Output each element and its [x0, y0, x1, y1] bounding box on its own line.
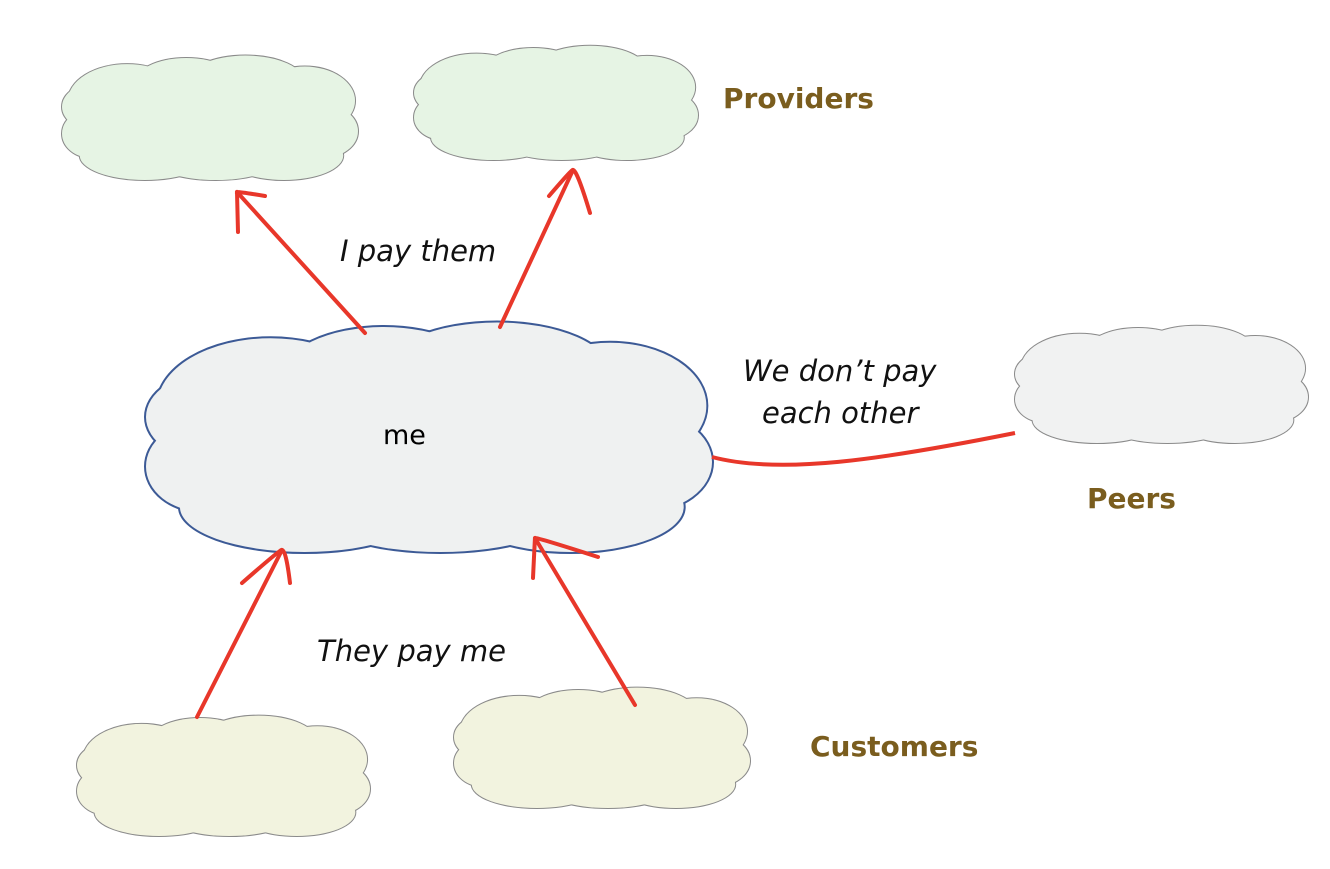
- customers-label: Customers: [810, 730, 979, 763]
- arrowhead-icon: [234, 189, 267, 234]
- providers-label: Providers: [723, 82, 874, 115]
- arrow-from-customer-2: [531, 535, 637, 707]
- provider-cloud-1: [60, 54, 360, 182]
- arrow-to-provider-1: [234, 189, 367, 335]
- provider-cloud-2: [413, 44, 699, 162]
- dont-pay-label-2: each other: [762, 396, 919, 430]
- pay-me-label: They pay me: [317, 634, 506, 668]
- pay-them-label: I pay them: [340, 234, 497, 268]
- peer-cloud: [1014, 324, 1309, 444]
- arrow-from-customer-1: [195, 547, 292, 719]
- arrowhead-icon: [240, 547, 292, 585]
- peer-link-line: [711, 431, 1016, 467]
- arrow-to-provider-2: [498, 167, 592, 329]
- arrowhead-icon: [531, 535, 600, 580]
- me-cloud: [144, 320, 715, 554]
- arrowhead-icon: [547, 167, 592, 215]
- customer-cloud-1: [76, 714, 371, 838]
- me-label: me: [383, 420, 426, 451]
- dont-pay-label-1: We don’t pay: [743, 354, 937, 388]
- peers-label: Peers: [1087, 482, 1176, 515]
- customer-cloud-2: [453, 686, 751, 810]
